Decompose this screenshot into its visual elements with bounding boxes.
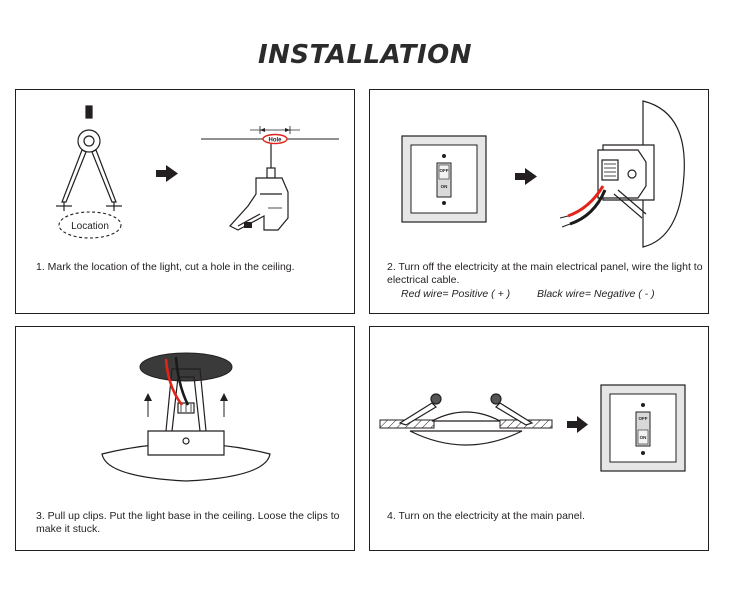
step-4-panel: OFF ON 4. Turn on the electricity at the… [369,326,709,551]
location-ellipse [58,211,122,239]
step-2-panel: OFF ON 2. Turn off the electricity at th… [369,89,709,314]
step-2-caption: 2. Turn off the electricity at the main … [387,261,703,286]
step-3-illustration [101,352,271,482]
light-switch-icon [401,135,487,223]
step-4-illustration: OFF ON [379,384,686,472]
hole-label: Hole [268,138,282,144]
switch-off-label: OFF [639,416,648,421]
red-wire-note: Red wire= Positive ( + ) [401,288,511,300]
hole-marker [262,133,288,145]
black-wire [569,189,607,226]
page-title: INSTALLATION [257,40,473,70]
light-switch-icon [600,384,686,472]
red-wire [164,358,184,406]
step-2-illustration: OFF ON [401,100,685,248]
red-wire [567,185,605,218]
light-fixture-icon [101,368,271,482]
light-fixture-icon [597,100,685,248]
switch-on-label: ON [640,435,647,440]
switch-on-label: ON [441,184,448,189]
step-1-caption: 1. Mark the location of the light, cut a… [36,261,295,273]
arrow-right-icon [156,165,178,182]
saw-icon [229,144,289,231]
compass-icon [56,105,122,211]
step-1-illustration: Location Hole [56,105,339,239]
switch-off-label: OFF [440,168,449,173]
arrow-up-icon [144,393,228,417]
black-wire-note: Black wire= Negative ( - ) [537,288,655,300]
arrow-right-icon [515,168,537,185]
step-1-panel: Location Hole 1. Mark the location of th… [15,89,355,314]
black-wire [174,356,190,406]
location-label: Location [71,221,109,232]
step-3-caption: 3. Pull up clips. Put the light base in … [36,510,340,535]
light-fixture-icon [398,393,534,446]
arrow-right-icon [567,416,588,433]
step-4-caption: 4. Turn on the electricity at the main p… [387,510,585,522]
step-3-panel: 3. Pull up clips. Put the light base in … [15,326,355,551]
ceiling-hole [139,352,233,382]
